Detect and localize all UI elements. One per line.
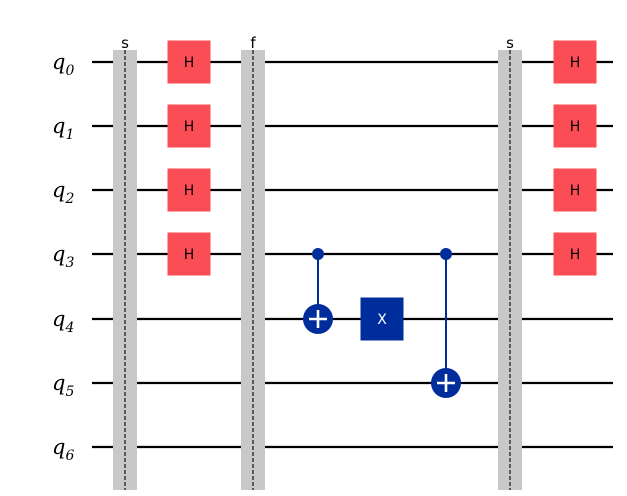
gate-label-2: H (184, 183, 195, 199)
qubit-label-4: q4 (52, 307, 74, 336)
qubit-label-2: q2 (52, 178, 74, 207)
qubit-label-0: q0 (52, 50, 74, 79)
qubit-label-index: 1 (65, 127, 74, 143)
h-gate-2 (167, 168, 211, 212)
qubit-label-5: q5 (52, 371, 74, 400)
gate-label-1: H (184, 119, 195, 135)
gate-label-5: H (570, 55, 581, 71)
h-gate-3 (167, 232, 211, 276)
h-gate-0 (167, 40, 211, 84)
gate-label-3: H (184, 247, 195, 263)
qubit-label-index: 5 (65, 384, 74, 400)
qubit-label-index: 3 (65, 255, 74, 271)
h-gate-8 (553, 232, 597, 276)
h-gate-6 (553, 104, 597, 148)
gate-label-8: H (570, 247, 581, 263)
qubit-label-name: q (52, 435, 65, 459)
barrier-label-1: f (250, 34, 256, 52)
qubit-label-6: q6 (52, 435, 74, 464)
qubit-label-index: 0 (65, 63, 74, 79)
qubit-label-index: 6 (65, 448, 74, 464)
gate-label-4: X (377, 312, 387, 328)
gate-label-7: H (570, 183, 581, 199)
x-gate-4 (360, 297, 404, 341)
cx-control-dot-0 (312, 248, 324, 260)
qubit-label-name: q (52, 114, 65, 138)
h-gate-1 (167, 104, 211, 148)
qubit-label-name: q (52, 242, 65, 266)
cx-control-dot-1 (440, 248, 452, 260)
barrier-label-0: s (121, 34, 129, 52)
qubit-label-name: q (52, 307, 65, 331)
qubit-label-name: q (52, 178, 65, 202)
qubit-label-name: q (52, 371, 65, 395)
h-gate-7 (553, 168, 597, 212)
gate-label-0: H (184, 55, 195, 71)
gate-label-6: H (570, 119, 581, 135)
qubit-label-1: q1 (52, 114, 74, 143)
h-gate-5 (553, 40, 597, 84)
qubit-label-index: 2 (64, 191, 74, 207)
qubit-label-name: q (52, 50, 65, 74)
qubit-label-3: q3 (52, 242, 74, 271)
barrier-label-2: s (506, 34, 514, 52)
qubit-label-index: 4 (64, 320, 74, 336)
